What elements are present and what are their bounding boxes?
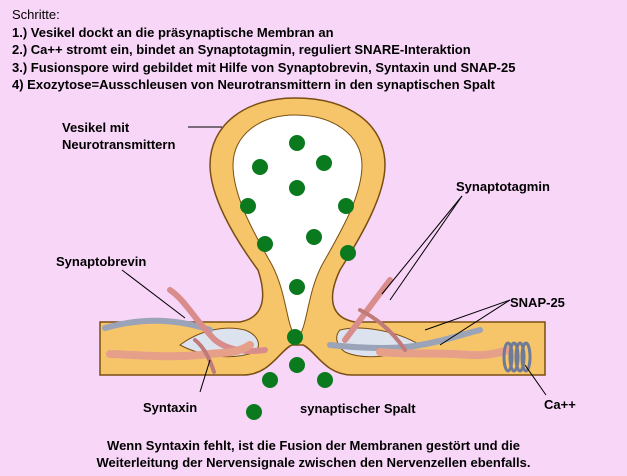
step-3: 3.) Fusionspore wird gebildet mit Hilfe … <box>12 59 516 75</box>
protein-left-pink <box>106 341 254 361</box>
label-vesicle: Vesikel mit Neurotransmittern <box>62 119 175 153</box>
label-syntaxin: Syntaxin <box>143 400 198 415</box>
syntaxin-left-strand <box>193 338 216 374</box>
caption-line1: Wenn Syntaxin fehlt, ist die Fusion der … <box>107 438 520 453</box>
calcium-channel <box>502 341 532 373</box>
steps-title: Schritte: <box>12 7 60 22</box>
label-vesicle-line1: Vesikel mit <box>62 120 130 135</box>
synaptotagmin-right <box>342 277 393 343</box>
label-synaptotagmin: Synaptotagmin <box>456 179 550 194</box>
label-calcium: Ca++ <box>544 397 576 412</box>
label-pointers <box>121 126 547 396</box>
protein-right-pink <box>376 346 514 360</box>
caption: Wenn Syntaxin fehlt, ist die Fusion der … <box>0 437 627 471</box>
label-cleft: synaptischer Spalt <box>300 401 416 416</box>
syntaxin-left-grey <box>102 317 213 333</box>
steps-list: Schritte: 1.) Vesikel dockt an die präsy… <box>12 6 515 94</box>
neurotransmitters-released <box>246 329 333 420</box>
label-synaptobrevin: Synaptobrevin <box>56 254 147 269</box>
label-snap25: SNAP-25 <box>510 295 565 310</box>
caption-line2: Weiterleitung der Nervensignale zwischen… <box>96 455 531 470</box>
step-2: 2.) Ca++ stromt ein, bindet an Synaptota… <box>12 42 471 57</box>
neurotransmitters-vesicle <box>240 135 356 295</box>
step-1: 1.) Vesikel dockt an die präsynaptische … <box>12 24 334 40</box>
protein-right-strand <box>358 308 407 352</box>
synaptobrevin-left <box>167 287 268 354</box>
label-vesicle-line2: Neurotransmittern <box>62 137 176 152</box>
step-4: 4) Exozytose=Ausschleusen von Neurotrans… <box>12 77 495 92</box>
snap25-right <box>327 327 483 352</box>
